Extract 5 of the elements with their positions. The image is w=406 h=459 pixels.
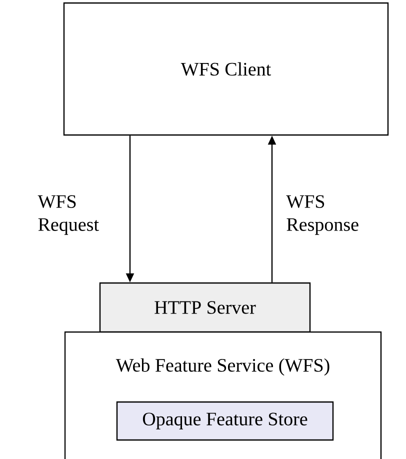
client-box: WFS Client bbox=[63, 2, 389, 136]
store-box: Opaque Feature Store bbox=[116, 401, 334, 441]
server-box: HTTP Server bbox=[99, 282, 311, 333]
edge-label: WFS Request bbox=[38, 195, 99, 235]
edge-label: WFS Response bbox=[286, 195, 358, 235]
